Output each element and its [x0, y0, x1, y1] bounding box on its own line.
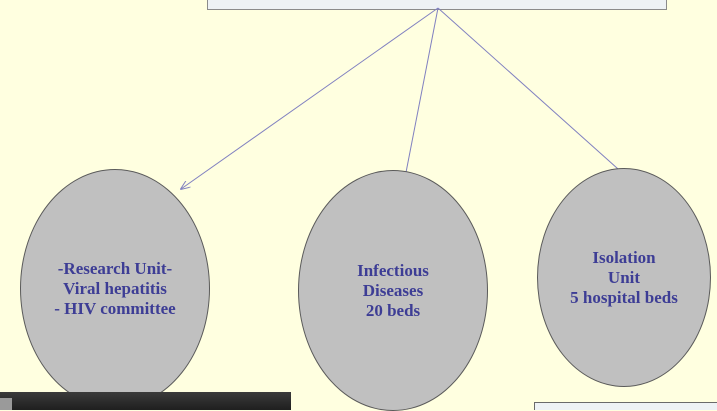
node-infectious-diseases: Infectious Diseases 20 beds: [298, 170, 488, 411]
node-isolation-unit: Isolation Unit 5 hospital beds: [537, 168, 711, 387]
connector-to-isolation: [437, 7, 627, 177]
node-isolation-unit-label: Isolation Unit 5 hospital beds: [570, 247, 678, 307]
node-research-unit: -Research Unit- Viral hepatitis - HIV co…: [20, 169, 210, 408]
parent-box: [207, 0, 667, 10]
node-infectious-diseases-label: Infectious Diseases 20 beds: [357, 260, 429, 320]
connector-to-infectious: [402, 7, 439, 193]
photo-fragment-edge: [0, 398, 12, 410]
node-research-unit-label: -Research Unit- Viral hepatitis - HIV co…: [54, 258, 176, 318]
corner-box-edge: [534, 402, 717, 410]
photo-fragment: [0, 392, 291, 410]
connector-to-research: [181, 7, 439, 189]
